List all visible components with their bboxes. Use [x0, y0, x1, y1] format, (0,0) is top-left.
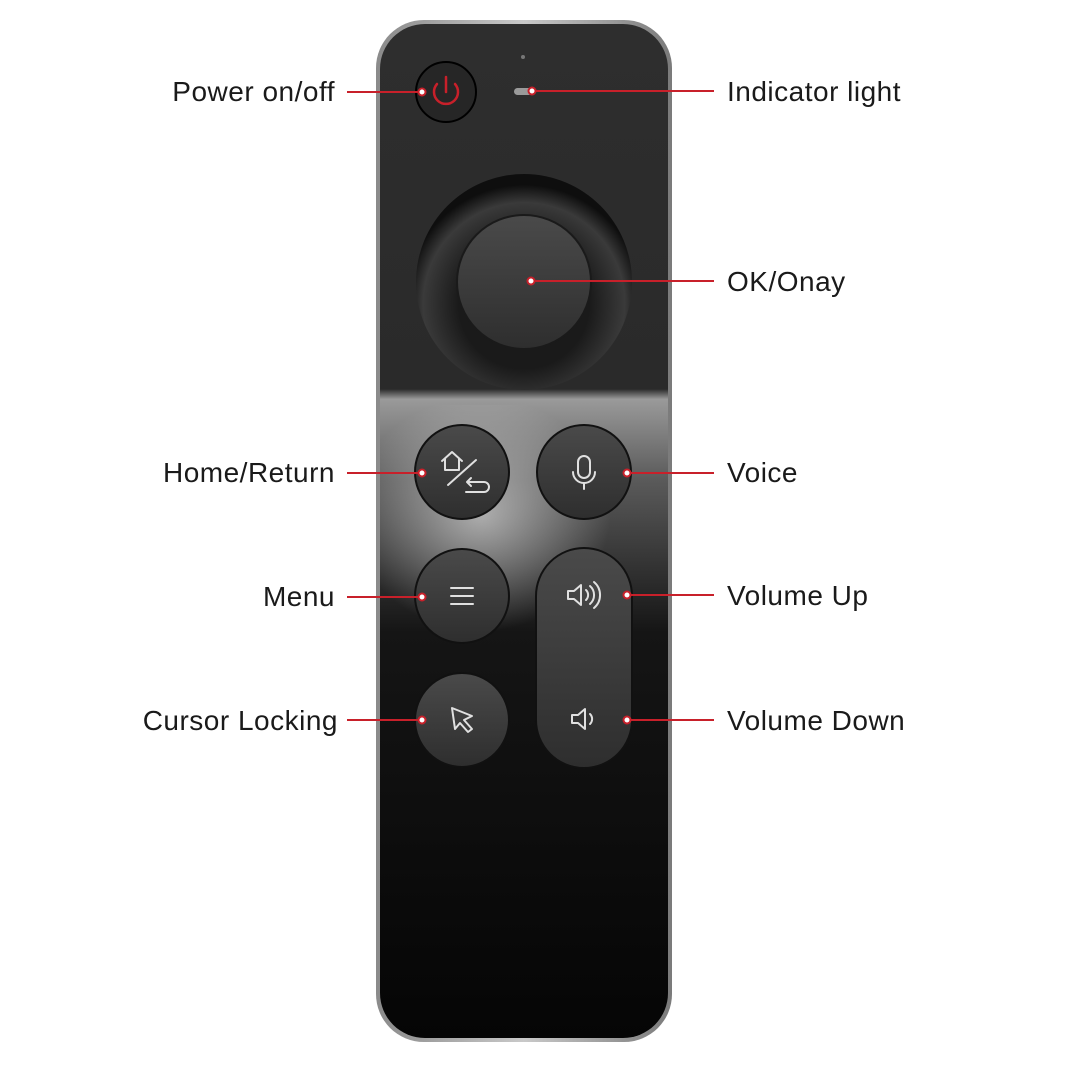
- voice-button[interactable]: [536, 424, 632, 520]
- hamburger-menu-icon: [450, 587, 474, 605]
- home-return-button[interactable]: [414, 424, 510, 520]
- label-indicator-light: Indicator light: [727, 76, 902, 107]
- microphone-icon: [572, 455, 596, 490]
- label-cursor-locking: Cursor Locking: [142, 705, 338, 736]
- label-ok: OK/Onay: [727, 266, 846, 297]
- cursor-pointer-icon: [451, 707, 473, 733]
- indicator-light: [514, 88, 532, 95]
- leader-dot-volume-up: [622, 590, 632, 600]
- microphone-hole: [521, 55, 525, 59]
- leader-dot-ok: [526, 276, 536, 286]
- leader-dot-indicator: [527, 86, 537, 96]
- leader-dot-cursor-locking: [417, 715, 427, 725]
- label-power: Power on/off: [172, 76, 335, 107]
- leader-dots: [417, 86, 632, 725]
- speaker-loud-icon: [567, 581, 601, 609]
- leader-lines: [347, 90, 714, 721]
- speaker-quiet-icon: [571, 708, 594, 730]
- leader-dot-menu: [417, 592, 427, 602]
- leader-dot-voice: [622, 468, 632, 478]
- label-voice: Voice: [727, 457, 798, 488]
- label-volume-down: Volume Down: [727, 705, 906, 736]
- cursor-locking-button[interactable]: [414, 672, 510, 768]
- label-volume-up: Volume Up: [727, 580, 869, 611]
- label-menu: Menu: [262, 581, 335, 612]
- label-home-return: Home/Return: [162, 457, 335, 488]
- menu-button[interactable]: [414, 548, 510, 644]
- leader-dot-home-return: [417, 468, 427, 478]
- leader-dot-volume-down: [622, 715, 632, 725]
- power-button[interactable]: [415, 61, 477, 123]
- home-return-icon: [441, 451, 490, 493]
- leader-dot-power: [417, 87, 427, 97]
- volume-rocker[interactable]: [535, 547, 633, 769]
- power-icon: [432, 75, 460, 106]
